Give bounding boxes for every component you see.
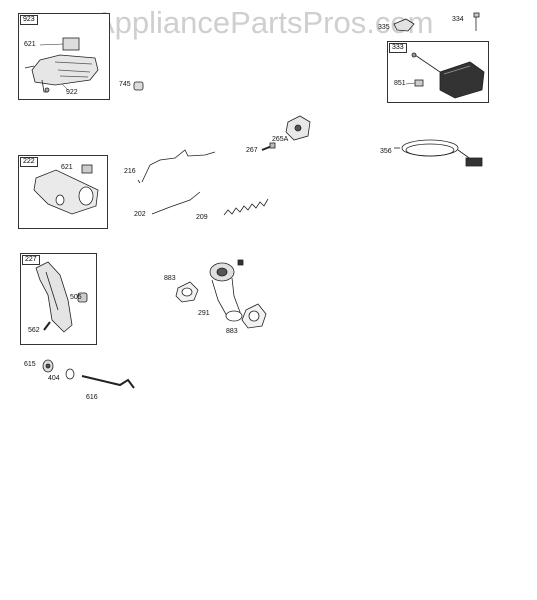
label-922: 922 — [66, 89, 78, 96]
label-404: 404 — [48, 375, 60, 382]
part-switch-333 — [411, 52, 485, 99]
inset-tag-222: 222 — [20, 157, 38, 167]
part-screw-267 — [261, 142, 276, 151]
inset-tag-227: 227 — [22, 255, 40, 265]
label-202: 202 — [134, 211, 146, 218]
leader-922 — [61, 83, 69, 91]
part-wire-356 — [394, 139, 483, 167]
leader-621a — [39, 43, 64, 46]
watermark-logo: AppliancePartsPros.com — [94, 5, 434, 40]
label-615: 615 — [24, 361, 36, 368]
label-851: 851 — [394, 80, 406, 87]
label-621-a: 621 — [24, 41, 36, 48]
part-ignition-module-923 — [24, 37, 99, 93]
part-lever-227 — [35, 261, 88, 333]
label-745: 745 — [119, 81, 131, 88]
part-nut-745 — [133, 81, 144, 91]
label-334: 334 — [452, 16, 464, 23]
label-621-b: 621 — [61, 164, 73, 171]
part-nut-615 — [42, 359, 54, 373]
label-883-a: 883 — [164, 275, 176, 282]
inset-tag-923: 923 — [20, 15, 38, 25]
label-883-b: 883 — [226, 328, 238, 335]
label-209: 209 — [196, 214, 208, 221]
label-265a: 265A — [272, 136, 289, 143]
part-335 — [393, 18, 415, 32]
part-elbow-291 — [209, 259, 244, 322]
label-505: 505 — [70, 294, 82, 301]
part-washer-404 — [65, 368, 75, 380]
label-356: 356 — [380, 148, 392, 155]
part-link-202 — [151, 191, 201, 215]
part-bracket-222 — [33, 164, 99, 215]
label-562: 562 — [28, 327, 40, 334]
inset-tag-333: 333 — [389, 43, 407, 53]
part-gasket-883a — [175, 281, 199, 303]
label-616: 616 — [86, 394, 98, 401]
label-335: 335 — [378, 24, 390, 31]
part-gasket-883b — [241, 303, 267, 329]
part-bolt-334 — [473, 12, 480, 31]
part-spacer-265a — [285, 115, 311, 141]
label-291: 291 — [198, 310, 210, 317]
label-216: 216 — [124, 168, 136, 175]
part-shaft-616 — [81, 375, 135, 389]
part-link-216 — [137, 149, 216, 184]
part-spring-209 — [223, 198, 269, 216]
label-267: 267 — [246, 147, 258, 154]
